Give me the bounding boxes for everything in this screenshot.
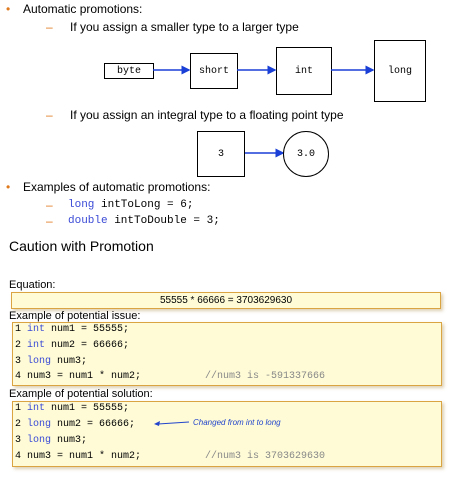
value-box-int: 3	[197, 131, 245, 177]
example-line-2: double intToDouble = 3;	[68, 215, 220, 227]
code-line: 4 num3 = num1 * num2;//num3 is -59133766…	[15, 371, 326, 382]
code-line: 2 int num2 = 66666;	[15, 340, 130, 351]
promotion-arrows	[153, 65, 375, 158]
annotation-note: Changed from int to long	[193, 418, 281, 427]
example-line-1: long intToLong = 6;	[68, 199, 194, 211]
code-line: 1 int num1 = 55555;	[15, 403, 130, 414]
bullet-icon: •	[6, 180, 11, 194]
issue-label: Example of potential issue:	[9, 310, 141, 322]
dash-icon: –	[46, 214, 53, 228]
type-box-byte: byte	[104, 63, 154, 79]
dash-icon: –	[46, 108, 53, 122]
type-box-long: long	[374, 40, 426, 102]
promotions-sub1: If you assign a smaller type to a larger…	[70, 20, 299, 34]
solution-label: Example of potential solution:	[9, 388, 153, 400]
equation-label: Equation:	[9, 279, 56, 291]
promotions-sub2: If you assign an integral type to a floa…	[70, 108, 344, 122]
value-circle-double: 3.0	[283, 131, 329, 177]
equation-panel: 55555 * 66666 = 3703629630	[11, 292, 441, 309]
code-comment: //num3 is 3703629630	[205, 451, 326, 462]
annotation-arrow	[154, 421, 190, 426]
type-box-int: int	[276, 47, 332, 95]
dash-icon: –	[46, 198, 53, 212]
code-line: 4 num3 = num1 * num2;//num3 is 370362963…	[15, 451, 326, 462]
code-line: 2 long num2 = 66666;	[15, 419, 136, 430]
code-line: 3 long num3;	[15, 356, 88, 367]
code-line: 3 long num3;	[15, 435, 88, 446]
code-line: 1 int num1 = 55555;	[15, 324, 130, 335]
code-comment: //num3 is -591337666	[205, 371, 326, 382]
equation-text: 55555 * 66666 = 3703629630	[159, 295, 293, 306]
promotions-heading: Automatic promotions:	[23, 2, 143, 16]
solution-code-panel: 1 int num1 = 55555; 2 long num2 = 66666;…	[12, 401, 442, 467]
dash-icon: –	[46, 20, 53, 34]
bullet-icon: •	[6, 2, 11, 16]
issue-code-panel: 1 int num1 = 55555; 2 int num2 = 66666; …	[12, 322, 442, 386]
type-box-short: short	[190, 53, 238, 89]
examples-heading: Examples of automatic promotions:	[23, 180, 211, 194]
caution-title: Caution with Promotion	[9, 238, 154, 254]
